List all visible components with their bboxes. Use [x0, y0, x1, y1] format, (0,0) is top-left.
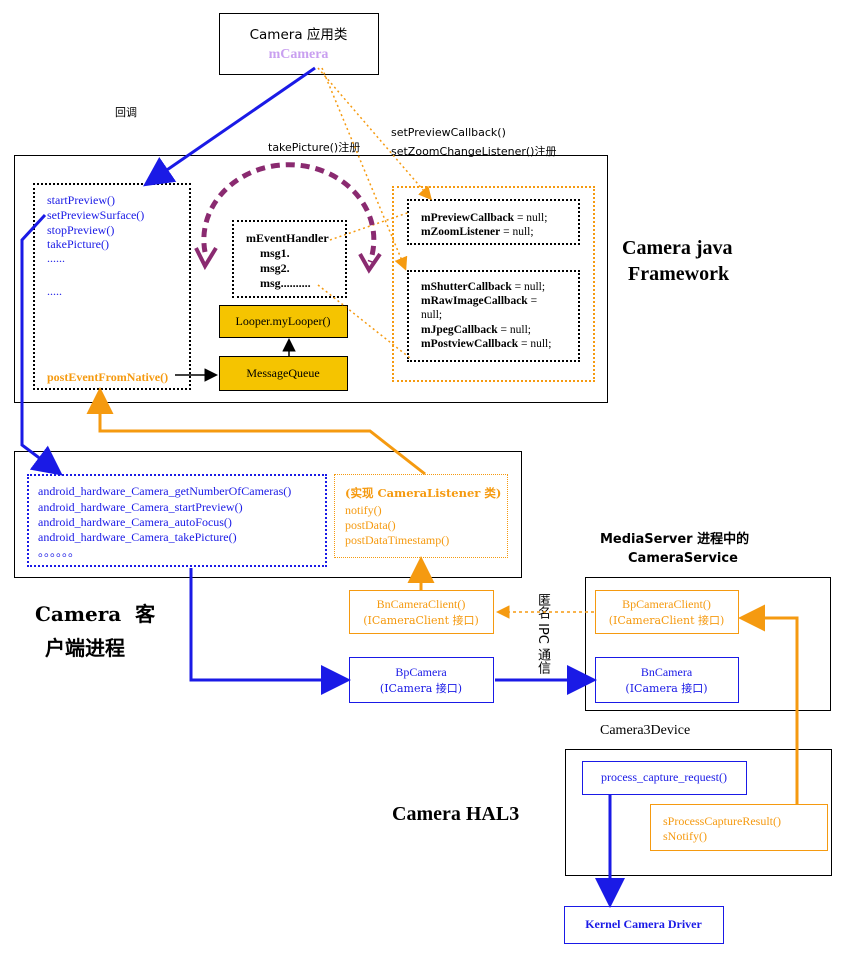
- client-process-title-line1: Camera 客: [35, 602, 156, 626]
- zoom-listener-name: mZoomListener: [421, 226, 501, 238]
- notify-label: sNotify(): [663, 829, 707, 843]
- zoom-listener-line: mZoomListener = null;: [421, 225, 534, 239]
- preview-callbacks-box: mPreviewCallback = null; mZoomListener =…: [407, 199, 580, 245]
- bn-camera-name: BnCamera: [640, 665, 693, 679]
- framework-methods-box: startPreview() setPreviewSurface() stopP…: [33, 183, 191, 390]
- jpeg-callback-value: = null;: [497, 324, 531, 336]
- bn-camera-client-name: BnCameraClient(): [376, 597, 466, 611]
- method-stop-preview: stopPreview(): [47, 223, 115, 237]
- zoom-listener-value: = null;: [500, 226, 534, 238]
- process-capture-result-label: sProcessCaptureResult(): [663, 814, 781, 828]
- bp-camera-iface: (ICamera 接口): [379, 682, 463, 695]
- bp-camera-client-box: BpCameraClient() (ICameraClient 接口): [595, 590, 739, 634]
- framework-title-line2: Framework: [628, 263, 730, 285]
- listener-post-data-timestamp: postDataTimestamp(): [345, 533, 450, 547]
- framework-callbacks-box: [392, 186, 595, 382]
- raw-image-callback-value: =: [527, 295, 538, 307]
- raw-image-callback-null: null;: [421, 308, 442, 322]
- camera-hal3-title: Camera HAL3: [392, 803, 520, 825]
- shutter-callback-line: mShutterCallback = null;: [421, 280, 545, 294]
- message-queue-label: MessageQueue: [246, 366, 320, 380]
- bn-camera-client-iface: (ICameraClient 接口): [363, 614, 479, 627]
- looper-label: Looper.myLooper(): [235, 314, 331, 328]
- jni-ellipsis: 。。。。。。: [38, 545, 81, 559]
- take-picture-register-label: takePicture()注册: [268, 141, 361, 154]
- hal-callbacks-box: sProcessCaptureResult() sNotify(): [650, 804, 828, 851]
- jpeg-callback-line: mJpegCallback = null;: [421, 323, 531, 337]
- method-take-picture: takePicture(): [47, 237, 109, 251]
- postview-callback-value: = null;: [518, 338, 552, 350]
- method-ellipsis-1: ......: [47, 251, 65, 265]
- bp-camera-client-iface: (ICameraClient 接口): [608, 614, 725, 627]
- jni-start-preview: android_hardware_Camera_startPreview(): [38, 500, 243, 514]
- client-process-title-line2: 户端进程: [45, 636, 125, 660]
- bn-camera-iface: (ICamera 接口): [625, 682, 708, 695]
- mcamera-label: mCamera: [268, 47, 329, 62]
- set-preview-callback-label: setPreviewCallback(): [391, 126, 506, 139]
- set-zoom-listener-label: setZoomChangeListener()注册: [391, 145, 557, 158]
- preview-callback-value: = null;: [514, 212, 548, 224]
- bp-camera-client-name: BpCameraClient(): [622, 597, 711, 611]
- event-handler-box: mEventHandler msg1. msg2. msg..........: [232, 220, 347, 298]
- jni-to-bpcamera-arrow: [189, 568, 351, 695]
- media-server-box: [585, 577, 831, 711]
- jni-methods-box: android_hardware_Camera_getNumberOfCamer…: [27, 474, 327, 567]
- postview-callback-line: mPostviewCallback = null;: [421, 337, 551, 351]
- ipc-label-text: 匿名 IPC 通信: [535, 593, 550, 675]
- looper-box: Looper.myLooper(): [219, 305, 348, 338]
- shutter-callback-value: = null;: [511, 281, 546, 293]
- process-capture-request-label: process_capture_request(): [601, 770, 727, 784]
- message-queue-box: MessageQueue: [219, 356, 348, 391]
- process-capture-request-box: process_capture_request(): [582, 761, 747, 795]
- event-msg-n: msg..........: [260, 276, 311, 290]
- camera3device-label: Camera3Device: [600, 723, 691, 738]
- kernel-driver-label: Kernel Camera Driver: [585, 917, 702, 931]
- listener-notify: notify(): [345, 503, 382, 517]
- camera-app-box: Camera 应用类 mCamera: [219, 13, 379, 75]
- bn-camera-box: BnCamera (ICamera 接口): [595, 657, 739, 703]
- jni-get-number-of-cameras: android_hardware_Camera_getNumberOfCamer…: [38, 484, 292, 498]
- listener-post-data: postData(): [345, 518, 396, 532]
- method-ellipsis-2: .....: [47, 284, 62, 298]
- event-msg-1: msg1.: [260, 246, 290, 260]
- media-server-title-line2: CameraService: [628, 551, 738, 566]
- callback-label: 回调: [115, 106, 137, 119]
- media-server-title-line1: MediaServer 进程中的: [600, 532, 750, 547]
- method-start-preview: startPreview(): [47, 193, 115, 207]
- jni-take-picture: android_hardware_Camera_takePicture(): [38, 530, 237, 544]
- camera-hal3-box: [565, 749, 832, 876]
- framework-title-line1: Camera java: [622, 237, 733, 259]
- event-handler-name: mEventHandler: [246, 231, 329, 245]
- camera-listener-box: (实现 CameraListener 类) notify() postData(…: [334, 474, 508, 558]
- shutter-callbacks-box: mShutterCallback = null; mRawImageCallba…: [407, 270, 580, 362]
- ipc-label: 匿名 IPC 通信: [526, 593, 550, 703]
- bp-camera-box: BpCamera (ICamera 接口): [349, 657, 494, 703]
- postview-callback-name: mPostviewCallback: [421, 338, 519, 350]
- raw-image-callback-name: mRawImageCallback: [421, 295, 528, 307]
- camera-listener-title: (实现 CameraListener 类): [345, 486, 502, 500]
- jni-auto-focus: android_hardware_Camera_autoFocus(): [38, 515, 232, 529]
- camera-app-title: Camera 应用类: [249, 27, 348, 43]
- raw-image-callback-null-text: null;: [421, 309, 443, 321]
- raw-image-callback-line: mRawImageCallback =: [421, 294, 537, 308]
- kernel-driver-box: Kernel Camera Driver: [564, 906, 724, 944]
- preview-callback-name: mPreviewCallback: [421, 212, 515, 224]
- preview-callback-line: mPreviewCallback = null;: [421, 211, 547, 225]
- bn-camera-client-box: BnCameraClient() (ICameraClient 接口): [349, 590, 494, 634]
- event-msg-2: msg2.: [260, 261, 290, 275]
- bp-camera-name: BpCamera: [395, 665, 447, 679]
- jpeg-callback-name: mJpegCallback: [421, 324, 498, 336]
- method-set-preview-surface: setPreviewSurface(): [47, 208, 145, 222]
- post-event-from-native: postEventFromNative(): [47, 370, 169, 384]
- shutter-callback-name: mShutterCallback: [421, 281, 512, 293]
